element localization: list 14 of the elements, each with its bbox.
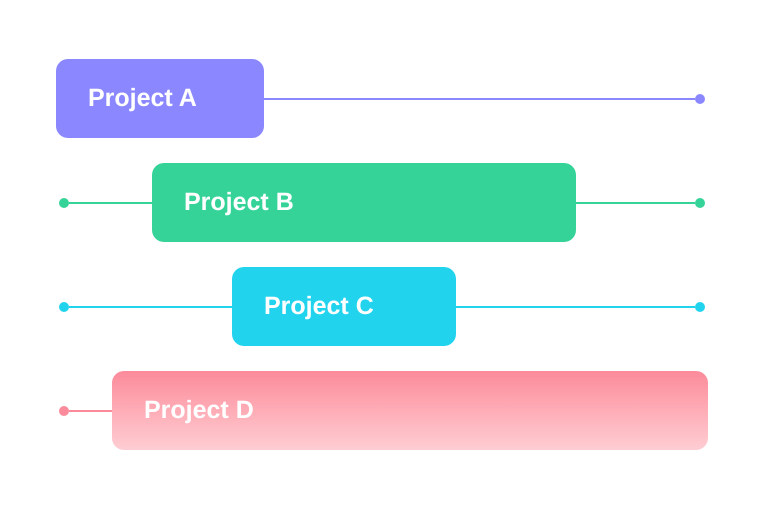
project-bar xyxy=(232,267,456,346)
project-name: Project D xyxy=(144,394,254,426)
connector-line xyxy=(456,306,695,308)
project-bar xyxy=(56,59,264,138)
project-name: Project B xyxy=(184,186,294,218)
project-bar xyxy=(112,371,708,450)
connector-line xyxy=(576,202,695,204)
connector-line xyxy=(69,410,112,412)
connector-line xyxy=(69,202,152,204)
project-name: Project C xyxy=(264,290,374,322)
connector-line xyxy=(264,98,695,100)
connector-line xyxy=(69,306,232,308)
project-bar xyxy=(152,163,576,242)
project-name: Project A xyxy=(88,82,197,114)
